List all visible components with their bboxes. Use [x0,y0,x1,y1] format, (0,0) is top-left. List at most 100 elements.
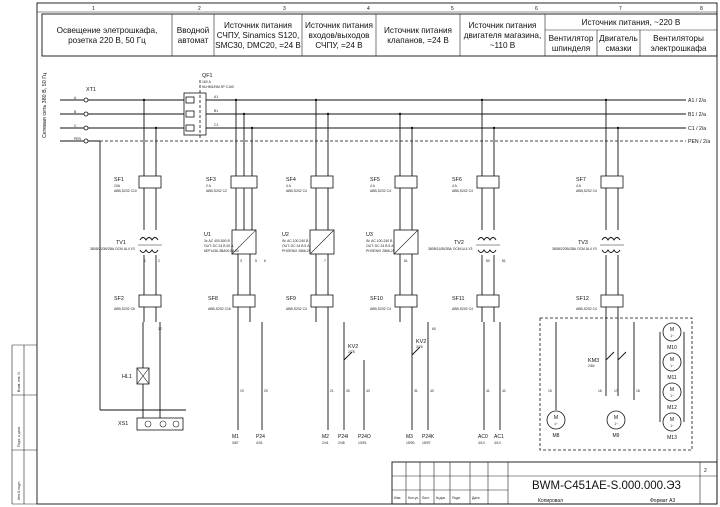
breaker-part: ABB,S202 C4 [370,189,391,193]
motor-name: M11 [667,375,677,381]
breaker-part: ABB,S202 C16 [208,307,231,311]
qf1-rating: 160 А [202,80,212,84]
junction-dot [242,112,246,116]
title-block-label: Подп. [452,496,461,500]
wire-number: 16 [598,389,602,393]
title-block: BWM-C451AE-S.000.000.Э3 2 Изм.Кол.уч.Лис… [391,461,718,505]
junction-dot [492,126,496,130]
motor-name: M8 [553,433,560,439]
breaker-part: ABB,S202 C4 [452,189,473,193]
motor-symbol [662,322,682,342]
breaker-part: ABB,S202 C4 [576,307,597,311]
breaker-body [476,175,500,189]
header-cell-line: Вводной [177,26,210,35]
output-ref: 3/87 [232,441,239,445]
power-supply-spec: OUT: DC 24 В 5 А [282,244,310,248]
header-group-title: Источник питания, ~220 В [582,18,681,27]
header-subcell-line: шпинделя [552,44,590,53]
drawing-frame [11,2,718,505]
contactor-contact [617,351,627,361]
contactor-ref: 2/84 [588,364,595,368]
bus-tap: C1 [214,123,218,127]
motor-letter: M [670,417,674,423]
junction-dot [314,98,318,102]
lamp-label: HL1 [122,374,132,380]
strip-label-sign: Подп. и дата [17,427,21,447]
power-supply-name: U1 [204,232,211,238]
header-cell-line: ~110 В [490,41,516,50]
contactor-contact [605,351,615,361]
main-breaker-qf1: QF1 160 А NLHM1/NM 3P C160 [183,73,234,140]
breaker-body [138,175,162,189]
power-supply-name: U2 [282,232,289,238]
power-supply-spec: OUT: DC 24 В 5 А [366,244,394,248]
transformer-secondary [139,249,159,253]
breaker-name: SF7 [576,177,586,183]
wire-number: 6 [264,259,266,263]
transformer-primary [601,237,621,241]
breaker-part: ABB,S202 C6 [114,307,135,311]
breaker-part: ABB,S202 C4 [452,307,473,311]
motor-name: M12 [667,405,677,411]
column-number: 8 [700,6,703,12]
breaker-part: ABB,S202 C4 [576,189,597,193]
output-name: AC0 [478,434,488,440]
header-texts: Освещение элетрошкафа,розетка 220 В, 50 … [57,18,707,53]
header-cell-line: розетка 220 В, 50 Гц [68,36,146,45]
power-supply-spec: PHOENIX 2866-29 [366,249,395,253]
motor-symbol [546,410,566,430]
output-name: M2 [322,434,329,440]
header-subcell-line: Вентиляторы [653,34,704,43]
wire-number: 60 [432,327,436,331]
output-name: P24I [338,434,348,440]
motor-name: M13 [667,435,677,441]
junction-dot [410,126,414,130]
relay-contact [343,351,353,361]
title-block-label: Кол.уч. [408,496,419,500]
transformer-spec: 380В/220В/2ВА ОСМ Ш.4 У3 [552,247,597,251]
lighting-circuit: HL1 XS1 [99,155,186,431]
power-supply-spec: IN: AC 100-240 В [282,239,309,243]
breaker-name: SF12 [576,296,589,302]
breaker-rating: 2 A [206,184,212,188]
wire-number: 43 [366,389,370,393]
power-supply-spec: 3х АС 400-500 В [204,239,230,243]
breaker-part: ABB,S202 C4 [286,189,307,193]
power-supply-diagonal [309,229,335,255]
motor-letter: M [670,387,674,393]
header-subcell-line: смазки [605,44,631,53]
junction-dot [142,98,146,102]
breaker-name: SF8 [208,296,218,302]
column-number: 5 [451,6,454,12]
output-ref: 15/97 [422,441,431,445]
junction-dot [480,98,484,102]
phase-label: A [74,96,77,100]
contactor-name: KM3 [588,358,599,364]
left-strip: Взам. инв. N Подп. и дата Инв.N подл. [17,372,21,500]
bus-tap: A1 [214,95,218,99]
column-number: 6 [535,6,538,12]
breaker-body [230,175,258,189]
junction-dot [398,112,402,116]
breaker-name: SF6 [452,177,462,183]
wire-number: 7 [324,259,326,263]
breaker-body [310,294,334,308]
breaker-name: SF1 [114,177,124,183]
title-block-label: №док. [436,496,446,500]
relay-name: KV2 [348,344,358,350]
bus-label: C1 / 2/а [688,126,706,132]
qf1-part: NLHM1/NM 3P C160 [202,85,234,89]
column-number: 2 [198,6,201,12]
breaker-rating: 4 A [576,184,582,188]
breaker-name: SF10 [370,296,383,302]
motor-phase: 1~ [670,334,674,338]
wire-number: 30 [346,389,350,393]
output-ref: 2/41 [322,441,329,445]
power-supply-name: U3 [366,232,373,238]
output-name: P24K [422,434,435,440]
